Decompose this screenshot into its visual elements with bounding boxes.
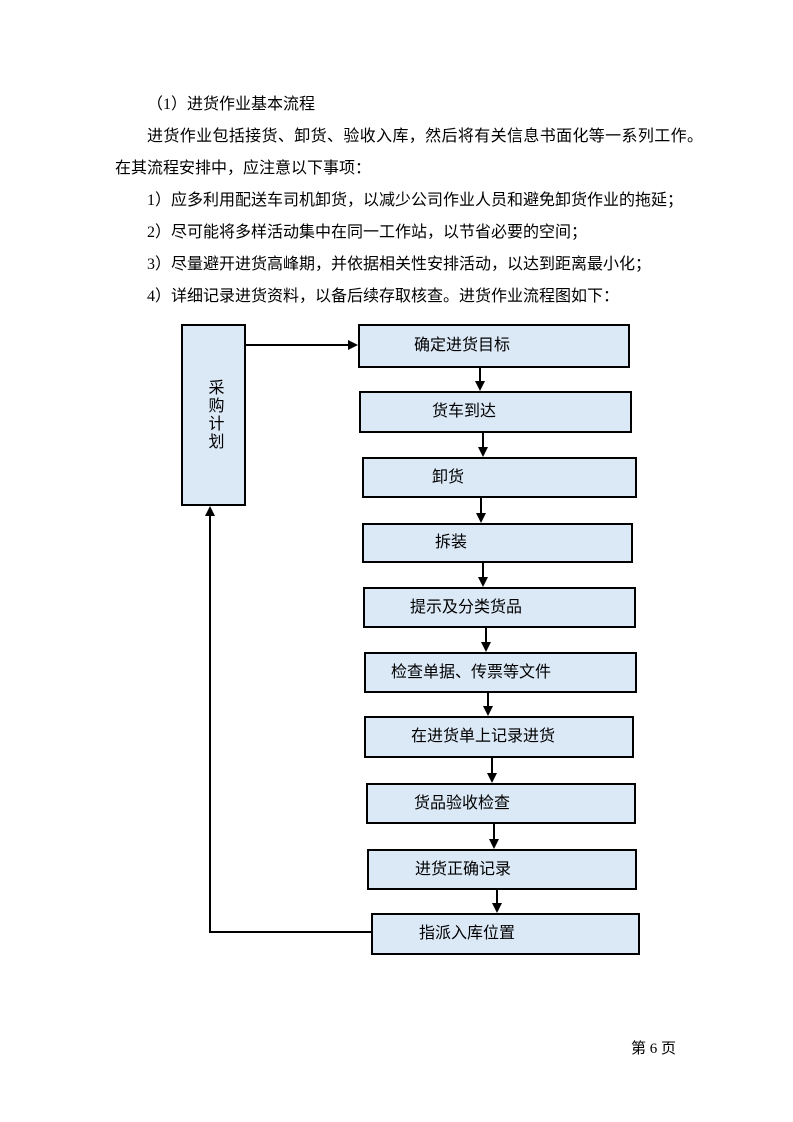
- connector-2-3-line: [482, 433, 484, 448]
- page-number: 第 6 页: [631, 1041, 677, 1057]
- connector-3-4-arrowhead: [476, 513, 486, 523]
- connector-1-2-line: [479, 368, 481, 382]
- node-purchase-plan-label: 采购计划: [205, 379, 223, 451]
- connector-4-5-line: [482, 563, 484, 578]
- connector-9-10-line: [496, 890, 498, 904]
- connector-6-7-line: [487, 693, 489, 707]
- node-truck-arrival: 货车到达: [359, 391, 632, 433]
- connector-1-2-arrowhead: [475, 381, 485, 391]
- node-label: 提示及分类货品: [410, 598, 523, 616]
- connector-6-7-arrowhead: [483, 706, 493, 716]
- node-label: 确定进货目标: [414, 337, 511, 354]
- node-label: 拆装: [435, 534, 468, 551]
- node-unpacking: 拆装: [362, 523, 633, 563]
- connector-3-4-line: [480, 498, 482, 514]
- list-item-4: 4）详细记录进货资料，以备后续存取核查。进货作业流程图如下：: [147, 288, 620, 305]
- list-item-3: 3）尽量避开进货高峰期，并依据相关性安排活动，以达到距离最小化；: [147, 256, 652, 273]
- connector-plan-to-step1-arrowhead: [348, 340, 358, 350]
- connector-2-3-arrowhead: [478, 447, 488, 457]
- connector-4-5-arrowhead: [478, 577, 488, 587]
- body-text: （1）进货作业基本流程 进货作业包括接货、卸货、验收入库，然后将有关信息书面化等…: [115, 89, 703, 313]
- paragraph-intro: 进货作业包括接货、卸货、验收入库，然后将有关信息书面化等一系列工作。在其流程安排…: [115, 128, 703, 177]
- connector-5-6-arrowhead: [481, 642, 491, 652]
- connector-feedback-vertical-line: [209, 515, 211, 933]
- connector-plan-to-step1-line: [246, 344, 350, 346]
- node-label: 在进货单上记录进货: [411, 728, 556, 745]
- connector-feedback-arrowhead: [205, 506, 215, 516]
- node-assign-storage-location: 指派入库位置: [371, 913, 640, 955]
- node-label: 指派入库位置: [419, 925, 516, 942]
- node-label: 货车到达: [432, 403, 497, 420]
- node-purchase-plan: 采购计划: [181, 324, 246, 506]
- connector-8-9-arrowhead: [489, 839, 499, 849]
- node-unloading: 卸货: [362, 457, 637, 498]
- node-correct-receipt-record: 进货正确记录: [367, 849, 637, 890]
- section-heading: （1）进货作业基本流程: [147, 96, 316, 113]
- node-sort-and-classify-goods: 提示及分类货品: [363, 587, 636, 628]
- node-check-documents: 检查单据、传票等文件: [364, 652, 637, 693]
- list-item-1: 1）应多利用配送车司机卸货，以减少公司作业人员和避免卸货作业的拖延；: [147, 192, 684, 209]
- node-label: 卸货: [432, 468, 465, 486]
- node-label: 进货正确记录: [415, 860, 512, 878]
- connector-7-8-arrowhead: [487, 773, 497, 783]
- node-determine-purchase-target: 确定进货目标: [358, 324, 630, 368]
- connector-8-9-line: [493, 824, 495, 840]
- node-label: 检查单据、传票等文件: [391, 663, 552, 681]
- connector-feedback-horizontal-line: [209, 931, 371, 933]
- connector-7-8-line: [491, 758, 493, 774]
- node-label: 货品验收检查: [414, 794, 511, 812]
- node-goods-acceptance-inspection: 货品验收检查: [366, 783, 636, 824]
- connector-5-6-line: [485, 628, 487, 643]
- node-record-on-receipt-form: 在进货单上记录进货: [364, 716, 634, 758]
- connector-9-10-arrowhead: [492, 903, 502, 913]
- list-item-2: 2）尽可能将多样活动集中在同一工作站，以节省必要的空间；: [147, 224, 588, 241]
